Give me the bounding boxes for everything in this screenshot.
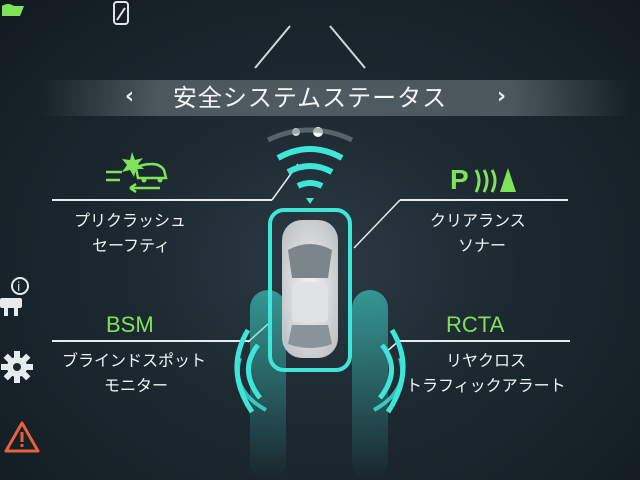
lane-guide <box>254 25 366 69</box>
bsm-label: ブラインドスポット モニター <box>62 348 232 398</box>
pcs-connector-line <box>52 199 272 201</box>
sonar-label-line2: ソナー <box>458 236 507 255</box>
pcs-label-line2: セーフティ <box>92 236 171 255</box>
sonar-indicator: P <box>450 164 469 195</box>
page-title: 安全システムステータス <box>172 84 448 112</box>
title-right-bracket: › <box>497 84 507 109</box>
sonar-label: クリアランス ソナー <box>430 208 560 258</box>
title-left-bracket: ‹ <box>125 84 135 109</box>
vehicle-sensor-diagram <box>234 127 406 480</box>
bsm-zone-left <box>250 290 286 480</box>
rcta-connector-line <box>398 340 570 342</box>
bsm-connector-line <box>52 340 250 342</box>
door-status-icon <box>113 1 129 25</box>
bsm-zone-right <box>352 290 388 480</box>
rcta-abbr: RCTA <box>446 312 505 337</box>
vehicle-frame <box>268 208 352 372</box>
gear-icon[interactable] <box>0 350 34 384</box>
bsm-label-line2: モニター <box>104 376 169 395</box>
parking-sonar-icon <box>474 168 516 193</box>
rcta-label-line2: トラフィックアラート <box>406 376 566 395</box>
sonar-label-line1: クリアランス <box>430 211 526 230</box>
sonar-connector-diagonal <box>353 199 401 249</box>
sonar-connector-line <box>400 199 568 201</box>
pcs-label: プリクラッシュ セーフティ <box>74 208 224 258</box>
rcta-label-line1: リヤクロス <box>446 351 527 370</box>
pcs-label-line1: プリクラッシュ <box>74 211 187 230</box>
rcta-label: リヤクロス トラフィックアラート <box>406 348 606 398</box>
bsm-abbr: BSM <box>106 312 154 337</box>
svg-text:i: i <box>17 280 20 294</box>
warning-icon[interactable] <box>4 420 40 454</box>
bsm-label-line1: ブラインドスポット <box>62 351 207 370</box>
title-band <box>40 80 630 116</box>
pre-collision-icon <box>106 152 168 194</box>
car-status-icon[interactable] <box>0 0 28 22</box>
vehicle-info-icon[interactable]: i <box>0 276 34 320</box>
